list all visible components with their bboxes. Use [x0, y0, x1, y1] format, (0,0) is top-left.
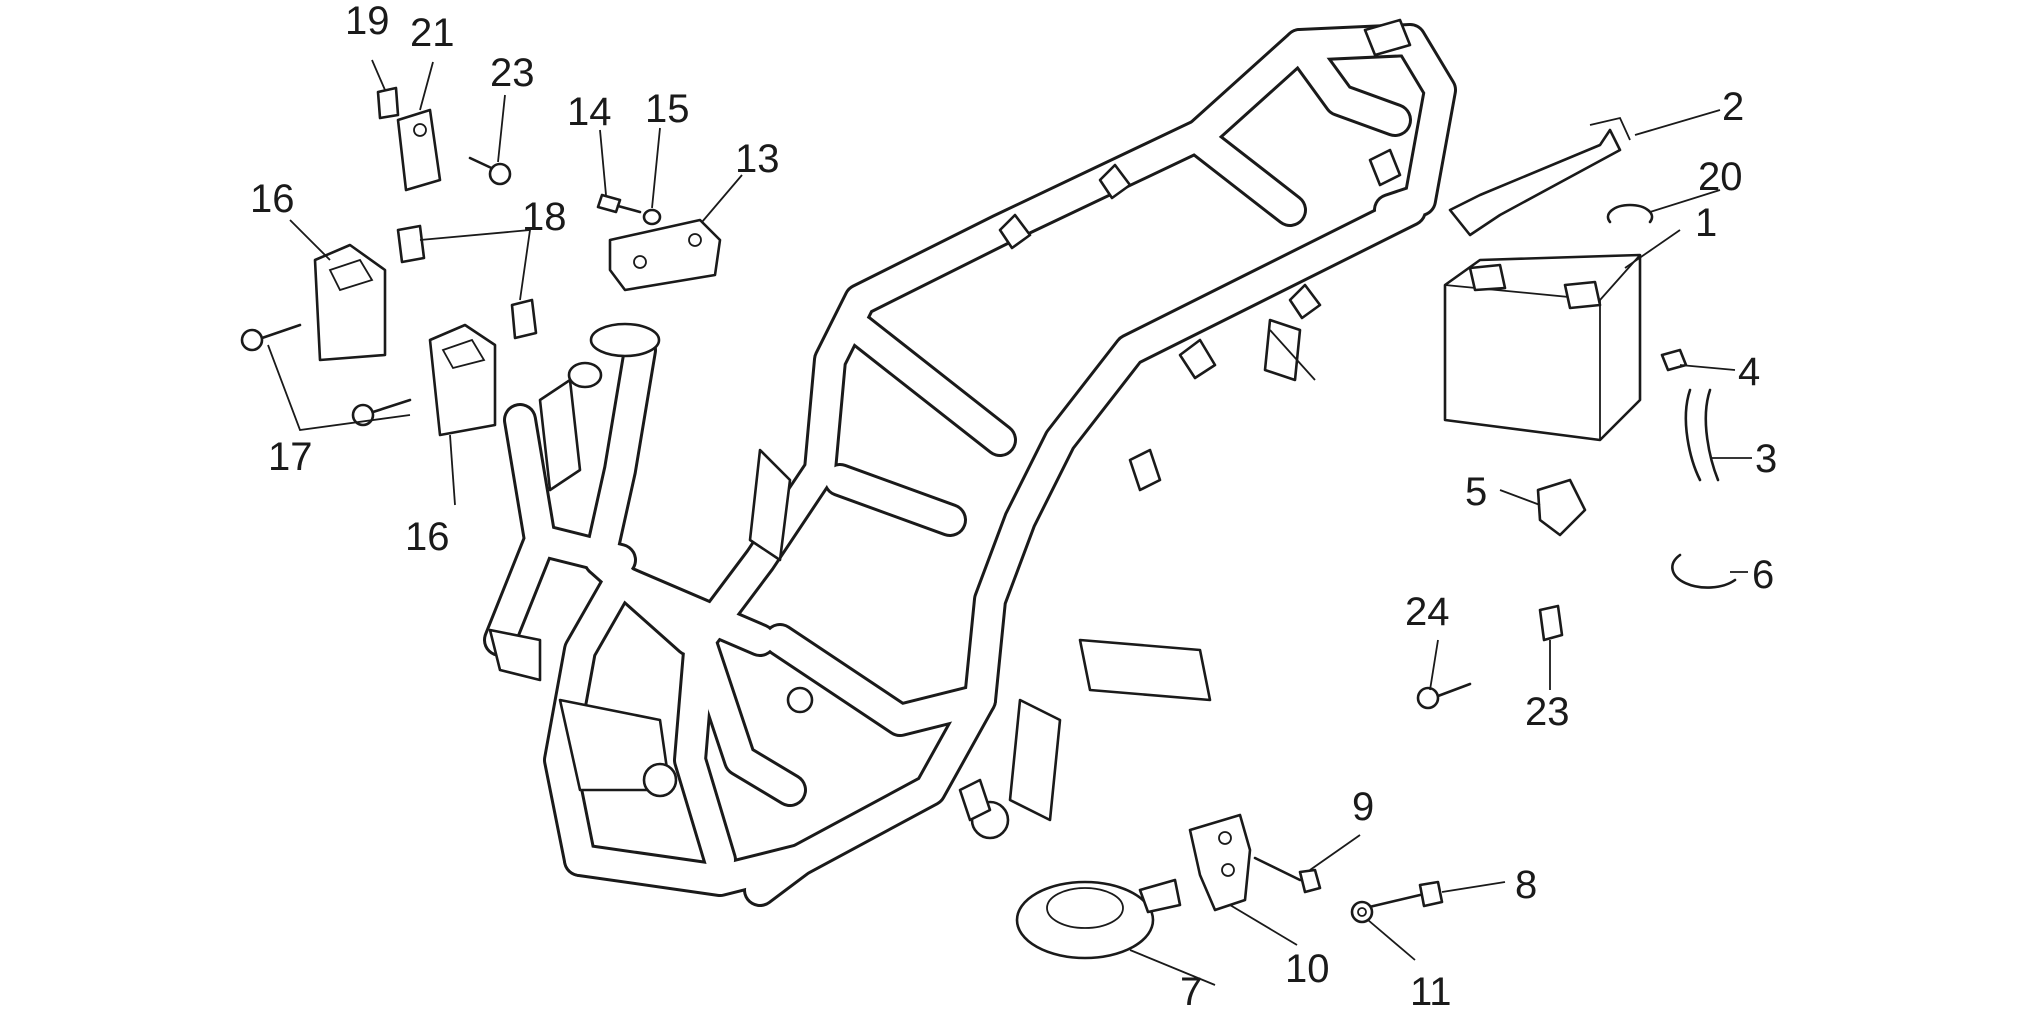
callout-4: 4: [1738, 350, 1760, 394]
callout-24: 24: [1405, 590, 1450, 634]
callout-19: 20: [1698, 155, 1743, 199]
callout-15: 15: [645, 87, 690, 131]
callout-5: 5: [1465, 470, 1487, 514]
part-3-vent-tube: [1684, 388, 1720, 482]
callout-6: 6: [1752, 553, 1774, 597]
part-7-horn: [1015, 878, 1182, 960]
callout-18: 18: [522, 195, 567, 239]
callout-17: 17: [268, 435, 313, 479]
part-5-clamp: [1536, 478, 1587, 537]
part-4-clip: [1660, 348, 1688, 372]
callout-14: 14: [567, 90, 612, 134]
frame-chassis: [483, 18, 1457, 907]
part-9-bolt: [1253, 856, 1322, 894]
part-18-clip-b: [510, 298, 538, 340]
callout-2: 2: [1722, 85, 1744, 129]
callout-10: 10: [1285, 947, 1330, 991]
part-14-bolt: [596, 193, 642, 214]
part-10-bracket: [1188, 813, 1252, 912]
part-24-screw: [1416, 682, 1472, 710]
callout-9: 9: [1352, 785, 1374, 829]
callout-3: 3: [1755, 437, 1777, 481]
callout-21: 23: [490, 51, 535, 95]
part-21-screw: [468, 156, 512, 186]
callout-8: 8: [1515, 863, 1537, 907]
callout-23: 23: [1525, 690, 1570, 734]
callout-labels: 19 21 23 14 15 13 16 18 17 16 2 20 1 4 3…: [250, 0, 1777, 1014]
callout-19: 19: [345, 0, 390, 43]
callout-16: 16: [405, 515, 450, 559]
part-6-clamp-ring: [1671, 553, 1737, 589]
part-19-ring: [1606, 203, 1654, 224]
part-8-bolt: [1363, 880, 1444, 910]
part-16-bracket-lower: [428, 323, 497, 437]
part-15-washer: [642, 208, 662, 226]
part-17-screw-a: [240, 323, 302, 352]
part-18-clip-a: [396, 224, 426, 264]
part-23-nut: [1538, 604, 1564, 642]
callout-13: 13: [735, 137, 780, 181]
callout-7: 7: [1180, 970, 1202, 1014]
part-16-bracket-upper: [313, 243, 387, 362]
part-19-clip: [376, 86, 400, 120]
leader-lines: [267, 59, 1752, 986]
part-2-battery-strap: [1448, 116, 1631, 237]
part-11-washer: [1350, 900, 1374, 924]
callout-1: 1: [1695, 201, 1717, 245]
part-1-battery: [1443, 253, 1642, 442]
callout-20: 21: [410, 11, 455, 55]
callout-11: 11: [1410, 970, 1452, 1014]
part-13-bracket: [608, 218, 722, 292]
callout-16: 16: [250, 177, 295, 221]
part-20-bracket: [396, 108, 442, 192]
